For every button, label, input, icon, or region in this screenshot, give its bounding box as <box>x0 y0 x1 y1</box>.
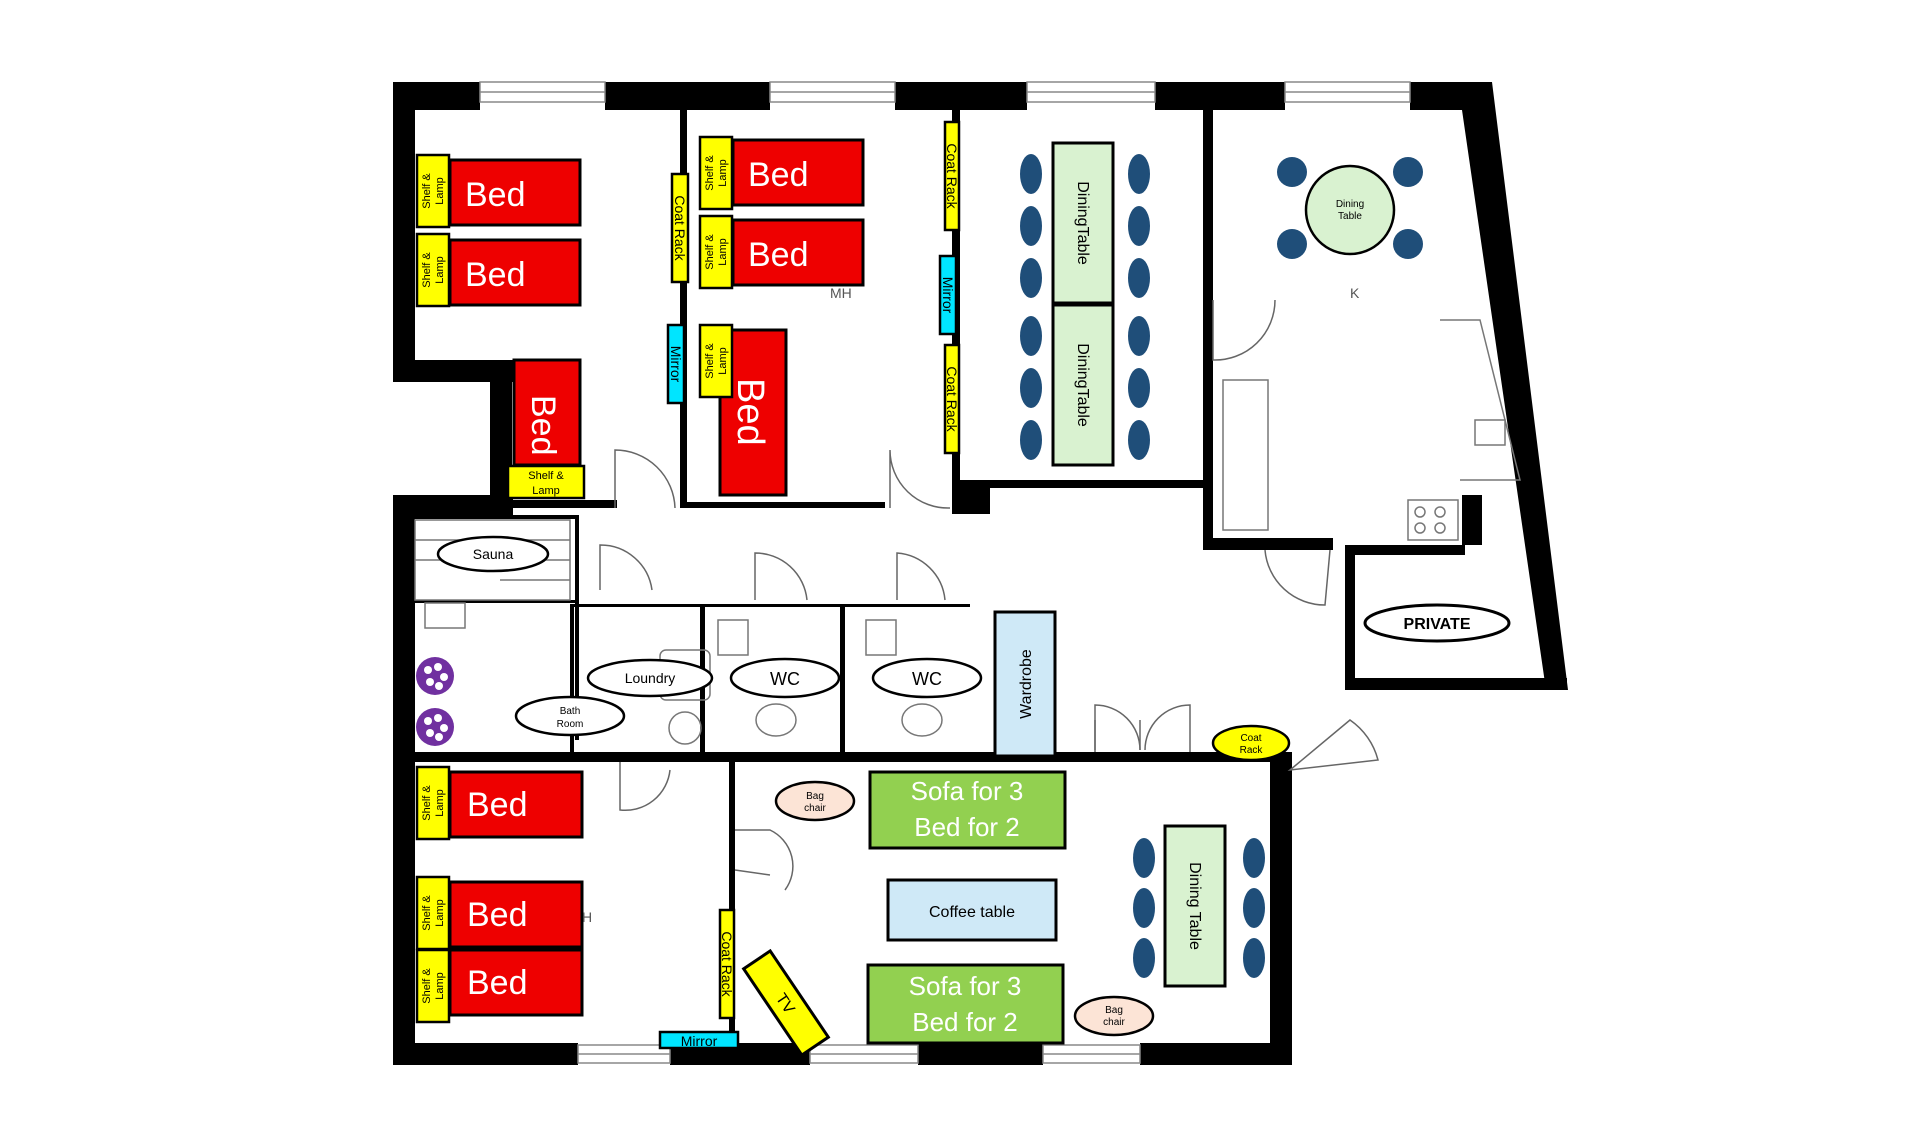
room-h-label: H <box>582 909 592 925</box>
room-mh-label: MH <box>830 285 852 301</box>
shelf-5-l1: Shelf & <box>704 234 716 270</box>
wardrobe: Wardrobe <box>993 610 1057 758</box>
loundry-label: Loundry <box>625 670 676 686</box>
coat-rack-oval-l1: Coat <box>1240 733 1261 744</box>
bag-chair-2-l2: chair <box>1103 1017 1125 1028</box>
sofa-2-l2: Bed for 2 <box>912 1007 1018 1037</box>
shelf-5-l2: Lamp <box>717 238 729 266</box>
shelf-3-l2: Lamp <box>532 485 560 497</box>
sofa-2-l1: Sofa for 3 <box>909 971 1022 1001</box>
bed-5-label: Bed <box>748 236 809 274</box>
oval-labels: Sauna Loundry Bath Room WC WC PRIVATE Co… <box>436 535 1511 1037</box>
shelf-8-l2: Lamp <box>434 899 446 927</box>
wardrobe-label: Wardrobe <box>1018 649 1035 719</box>
bed-1-label: Bed <box>465 176 526 214</box>
shelf-7-l1: Shelf & <box>421 785 433 821</box>
flower-icon-group <box>416 657 454 746</box>
shelf-4-l1: Shelf & <box>704 155 716 191</box>
long-dining-table: DiningTable DiningTable <box>1020 141 1150 467</box>
bed-6-label: Bed <box>729 378 771 446</box>
bed-4-label: Bed <box>748 156 809 194</box>
bag-chair-2-l1: Bag <box>1105 1005 1123 1016</box>
outer-walls <box>393 82 1568 1065</box>
coat-rack-2-label: Coat Rack <box>944 143 960 209</box>
bed-9 <box>448 948 584 1017</box>
coat-rack-4-label: Coat Rack <box>719 931 735 997</box>
mirror-1-label: Mirror <box>668 346 684 383</box>
beds <box>448 138 865 1017</box>
wc-2-label: WC <box>912 669 942 689</box>
doors <box>599 299 1379 891</box>
mirror-2-label: Mirror <box>940 277 956 314</box>
bed-7-label: Bed <box>467 786 528 824</box>
shelf-1-l2: Lamp <box>434 177 446 205</box>
shelf-2-l2: Lamp <box>434 256 446 284</box>
bag-chair-1-l1: Bag <box>806 791 824 802</box>
coffee-table-label: Coffee table <box>929 904 1015 921</box>
sofa-1-l1: Sofa for 3 <box>911 776 1024 806</box>
shelf-9-l1: Shelf & <box>421 968 433 1004</box>
shelf-6-l1: Shelf & <box>704 343 716 379</box>
mirror-3-label: Mirror <box>681 1033 718 1049</box>
bed-8-label: Bed <box>467 896 528 934</box>
kitchen-table-l2: Table <box>1338 211 1362 222</box>
sofas: Sofa for 3 Bed for 2 Sofa for 3 Bed for … <box>866 770 1067 1045</box>
shelf-4-l2: Lamp <box>717 159 729 187</box>
sauna-label: Sauna <box>473 546 514 562</box>
sofa-1-l2: Bed for 2 <box>914 812 1020 842</box>
racks-mirrors <box>658 120 961 1050</box>
bed-6 <box>718 328 788 497</box>
shelf-6-l2: Lamp <box>717 347 729 375</box>
shelf-8-l1: Shelf & <box>421 895 433 931</box>
flower-icon <box>416 657 454 695</box>
bed-2 <box>448 238 582 307</box>
shelf-3-l1: Shelf & <box>528 470 564 482</box>
coat-rack-3-label: Coat Rack <box>944 366 960 432</box>
shelf-7-l2: Lamp <box>434 789 446 817</box>
kitchen-table: Dining Table <box>1277 157 1423 259</box>
bed-1 <box>448 158 582 227</box>
dining-table-1-label: DiningTable <box>1074 181 1091 265</box>
wc-1-label: WC <box>770 669 800 689</box>
bed-8 <box>448 880 584 949</box>
kitchen-table-l1: Dining <box>1336 199 1364 210</box>
bed-labels: Bed Bed Bed Bed Bed Bed Bed Bed Bed <box>465 156 809 1002</box>
shelf-1-l1: Shelf & <box>421 173 433 209</box>
room-letters: MH K H <box>582 285 1360 925</box>
shelves <box>415 135 734 1024</box>
bath-room-l2: Room <box>557 719 584 730</box>
dining-table-2-label: DiningTable <box>1074 343 1091 427</box>
bath-room-l1: Bath <box>560 706 581 717</box>
coat-rack-oval-l2: Rack <box>1240 745 1264 756</box>
dining-table-3-label: Dining Table <box>1186 862 1203 950</box>
flower-icon <box>416 708 454 746</box>
coat-rack-1-label: Coat Rack <box>672 195 688 261</box>
room-k-label: K <box>1350 285 1360 301</box>
rack-mirror-labels: Coat Rack Coat Rack Coat Rack Coat Rack … <box>668 143 960 1049</box>
coffee-table: Coffee table <box>886 878 1058 942</box>
living-dining-table: Dining Table <box>1133 824 1265 988</box>
shelf-labels: Shelf &Lamp Shelf &Lamp Shelf & Lamp She… <box>421 155 729 1004</box>
bed-3 <box>512 358 582 467</box>
bed-9-label: Bed <box>467 964 528 1002</box>
bag-chair-1-l2: chair <box>804 803 826 814</box>
shelf-2-l1: Shelf & <box>421 252 433 288</box>
shelf-9-l2: Lamp <box>434 972 446 1000</box>
bed-3-label: Bed <box>524 395 562 456</box>
bed-2-label: Bed <box>465 256 526 294</box>
private-label: PRIVATE <box>1404 616 1471 633</box>
windows <box>479 81 1411 1064</box>
tv: TV <box>741 948 831 1058</box>
